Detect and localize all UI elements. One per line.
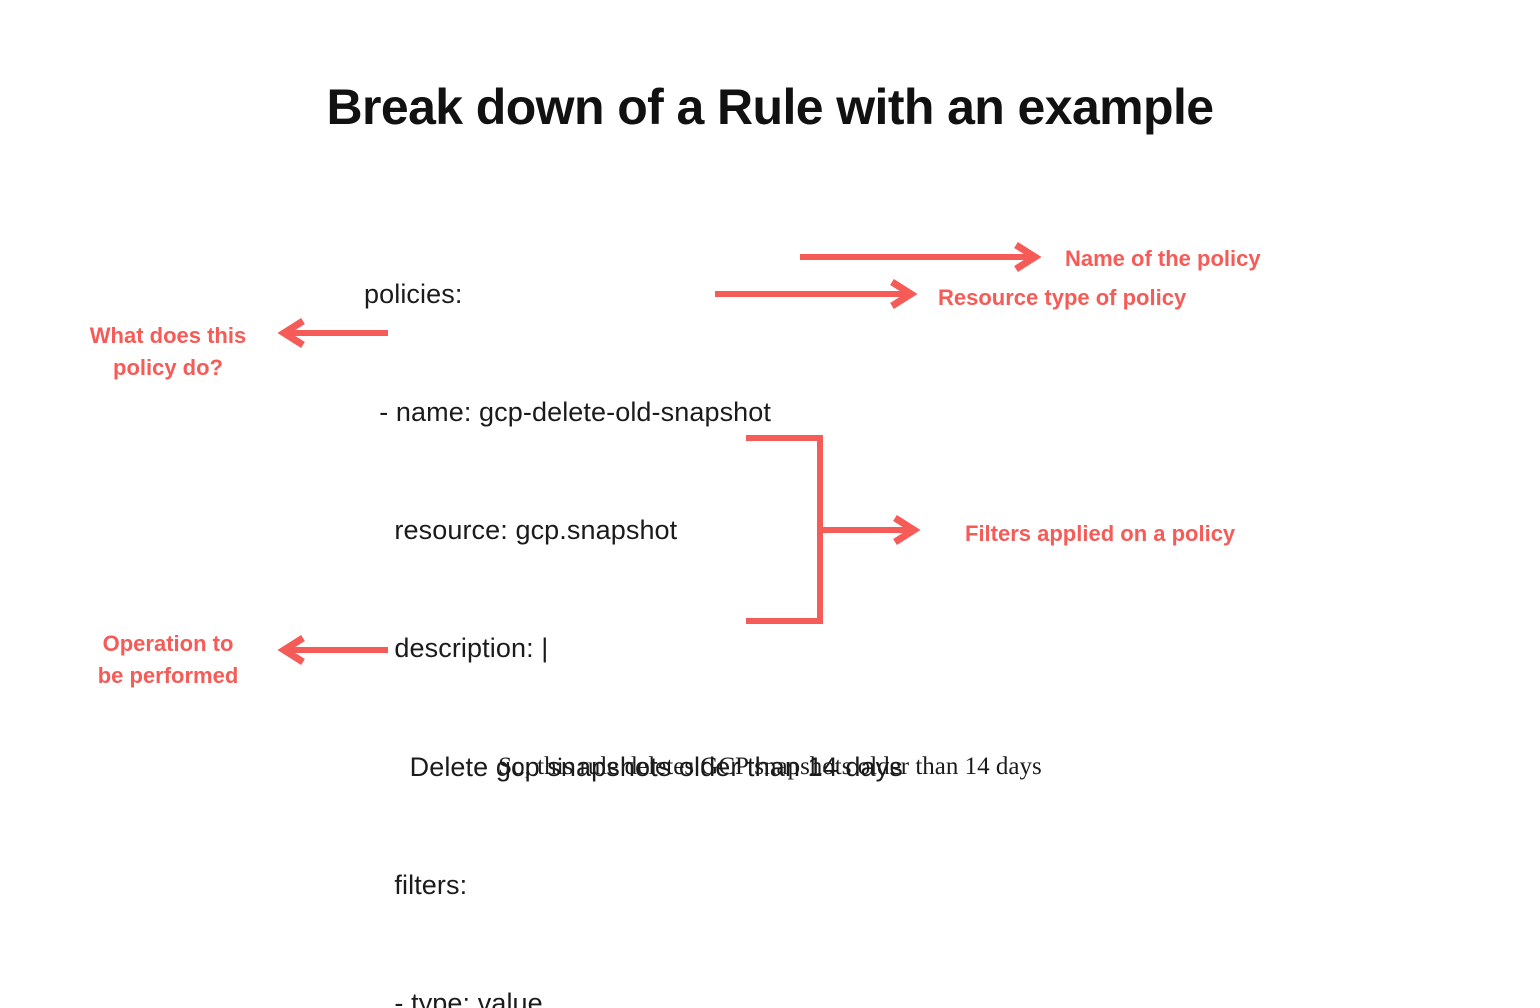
summary-caption: So, this rule deletes GCP snapshots olde… (498, 753, 1042, 780)
yaml-line-filter-type: - type: value (364, 988, 543, 1008)
annotation-resource-type-of-policy: Resource type of policy (938, 285, 1187, 310)
yaml-line-description-text: Delete gcp snapshots older than 14 days (364, 751, 903, 782)
annotation-name-of-the-policy: Name of the policy (1065, 246, 1261, 271)
annotation-operation-to-be-performed-line1: Operation to (102, 631, 234, 656)
yaml-line-description: description: | (364, 633, 549, 664)
yaml-line-resource: resource: gcp.snapshot (364, 515, 678, 546)
annotation-operation-to-be-performed-line2: be performed (97, 663, 239, 688)
annotation-what-does-this-policy-do: What does this policy do? (68, 320, 268, 384)
yaml-line-policies: policies: (364, 278, 463, 309)
yaml-line-filters: filters: (364, 869, 468, 900)
yaml-policy-block: policies: - name: gcp-delete-old-snapsho… (364, 196, 903, 1008)
annotation-operation-to-be-performed: Operation to be performed (68, 628, 268, 692)
annotation-what-does-this-policy-do-line2: policy do? (113, 355, 223, 380)
yaml-line-name: - name: gcp-delete-old-snapshot (364, 397, 772, 428)
annotation-filters-applied-on-a-policy: Filters applied on a policy (965, 521, 1236, 546)
page-title: Break down of a Rule with an example (326, 79, 1215, 135)
annotation-what-does-this-policy-do-line1: What does this (89, 323, 247, 348)
